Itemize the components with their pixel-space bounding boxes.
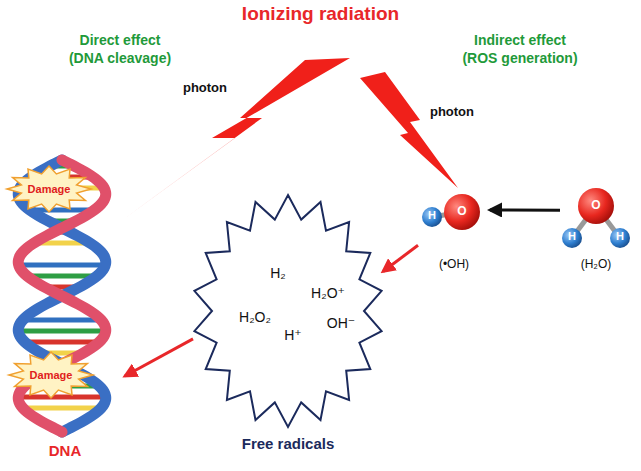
title: Ionizing radiation <box>0 3 641 25</box>
flow-arrow <box>125 339 193 376</box>
radical-species: H₂O₂ <box>239 309 271 325</box>
effect-heading: (DNA cleavage) <box>30 50 210 67</box>
base-pair <box>23 318 102 323</box>
atom-symbol: H <box>610 230 630 243</box>
hydrogen-atom <box>562 228 582 248</box>
molecule-label: (H₂O) <box>560 257 632 271</box>
damage-starburst-outline <box>7 166 91 212</box>
dna-label: DNA <box>5 442 125 459</box>
molecule-label: (•OH) <box>418 257 490 271</box>
free-radical-burst: H₂H₂O⁺H₂O₂H⁺OH⁻Free radicals <box>193 195 383 427</box>
photon-label: photon <box>165 80 245 96</box>
effect-heading: Direct effect <box>30 32 210 49</box>
radical-species: H₂O⁺ <box>311 285 345 301</box>
base-pair <box>18 263 105 268</box>
radical-species: H⁺ <box>284 327 302 343</box>
hydroxyl-molecule: (•OH) <box>418 190 490 275</box>
effect-heading: (ROS generation) <box>420 50 620 67</box>
effect-heading: Indirect effect <box>420 32 620 49</box>
damage-starburst-outline <box>9 352 93 398</box>
photon-bolt <box>125 58 350 218</box>
flow-arrow <box>383 245 418 271</box>
atom-symbol: O <box>586 198 606 212</box>
damage-label: Damage <box>30 369 73 381</box>
atom-symbol: H <box>562 230 582 243</box>
hydrogen-atom <box>422 207 442 227</box>
free-radical-outline <box>194 195 381 427</box>
radical-species: H₂ <box>270 265 286 281</box>
hydrogen-atom <box>610 228 630 248</box>
free-radical-starburst <box>193 195 383 427</box>
damage-burst: Damage <box>7 166 91 212</box>
radical-species: OH⁻ <box>327 315 355 331</box>
flow-arrow <box>490 208 560 211</box>
water-molecule: (H₂O) <box>560 185 632 275</box>
oxygen-atom <box>444 194 480 230</box>
atom-symbol: O <box>452 204 472 218</box>
oxygen-atom <box>578 188 614 224</box>
damage-burst: Damage <box>9 352 93 398</box>
base-pair <box>21 252 103 257</box>
damage-label: Damage <box>28 183 71 195</box>
atom-symbol: H <box>422 209 442 222</box>
dna-helix: DamageDamageDNA <box>5 160 125 460</box>
base-pair <box>23 406 102 411</box>
photon-bolt <box>360 72 458 188</box>
photon-label: photon <box>422 104 482 120</box>
base-pair <box>18 329 106 334</box>
burst-caption: Free radicals <box>193 435 383 452</box>
